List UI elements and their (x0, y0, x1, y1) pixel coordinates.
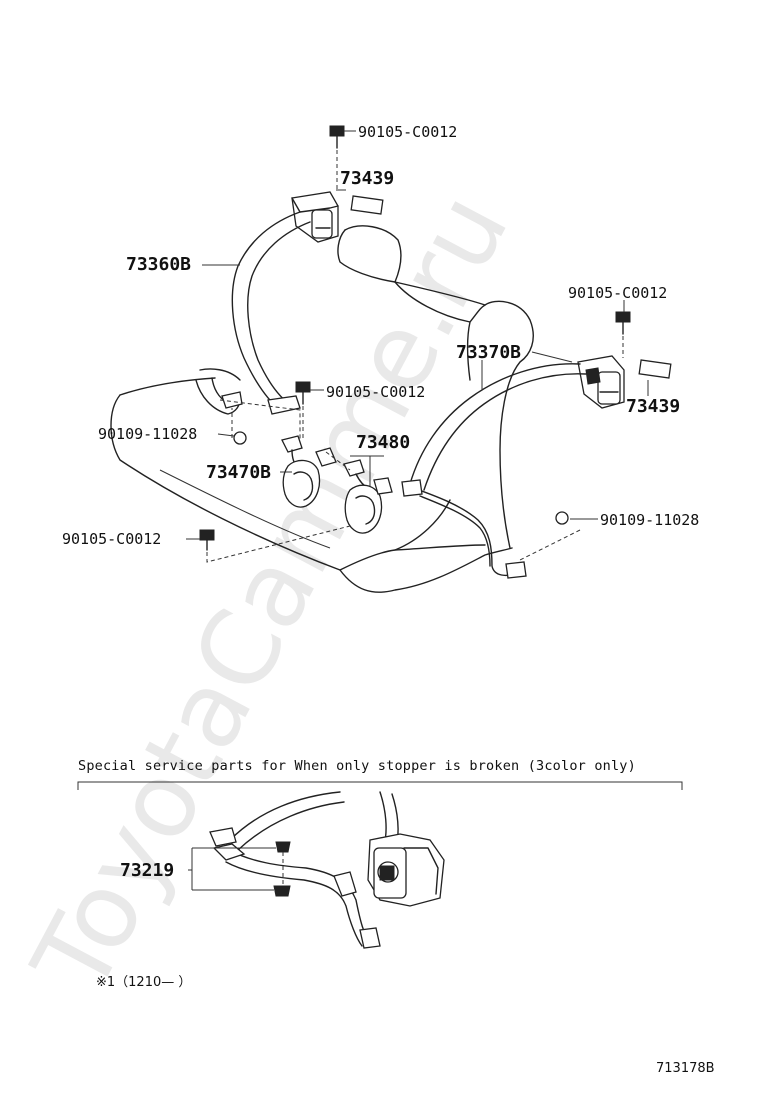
rear-seat-outline (110, 225, 534, 593)
label-bolt-top: 90105-C0012 (358, 123, 457, 141)
watermark-text: ToyotaCamme.ru (9, 174, 532, 1013)
stopper-detail (209, 791, 445, 949)
label-cover-left: 73439 (340, 168, 394, 189)
label-bolt-right-lower: 90109-11028 (600, 511, 699, 529)
assembly-line (325, 451, 351, 471)
bolt-icon-bottom (199, 525, 351, 563)
cover-73439-right (638, 359, 672, 379)
label-bolt-left-lower: 90109-11028 (98, 425, 197, 443)
buckle-73470b (281, 435, 337, 508)
footnote: ※1（1210— ） (96, 975, 191, 990)
left-seat-belt-73360b (195, 191, 339, 415)
bolt-icon-top (329, 125, 345, 190)
label-belt-right: 73370B (456, 342, 521, 363)
buckle-73480 (343, 459, 393, 534)
stopper-icon-upper (275, 841, 291, 853)
label-bolt-bottom: 90105-C0012 (62, 530, 161, 548)
label-cover-right: 73439 (626, 396, 680, 417)
service-note: Special service parts for When only stop… (78, 758, 636, 774)
stopper-icon-lower (273, 885, 291, 897)
label-bolt-mid: 90105-C0012 (326, 383, 425, 401)
stopper-leader (188, 847, 276, 891)
label-buckle-right: 73480 (356, 432, 410, 453)
assembly-line (219, 399, 301, 440)
note-bracket (77, 781, 683, 790)
label-stopper: 73219 (120, 860, 174, 881)
figure-id: 713178B (656, 1061, 715, 1076)
label-belt-left: 73360B (126, 254, 191, 275)
label-bolt-right-top: 90105-C0012 (568, 284, 667, 302)
bolt-icon-right-lower (519, 511, 581, 561)
right-seat-belt-73370b (401, 355, 625, 579)
bolt-icon-left-lower (231, 408, 247, 445)
bolt-icon-right-top (615, 311, 631, 358)
bolt-icon-mid (295, 381, 311, 440)
leader-lines (186, 130, 649, 540)
label-buckle-left: 73470B (206, 462, 271, 483)
cover-73439-left (350, 195, 384, 215)
